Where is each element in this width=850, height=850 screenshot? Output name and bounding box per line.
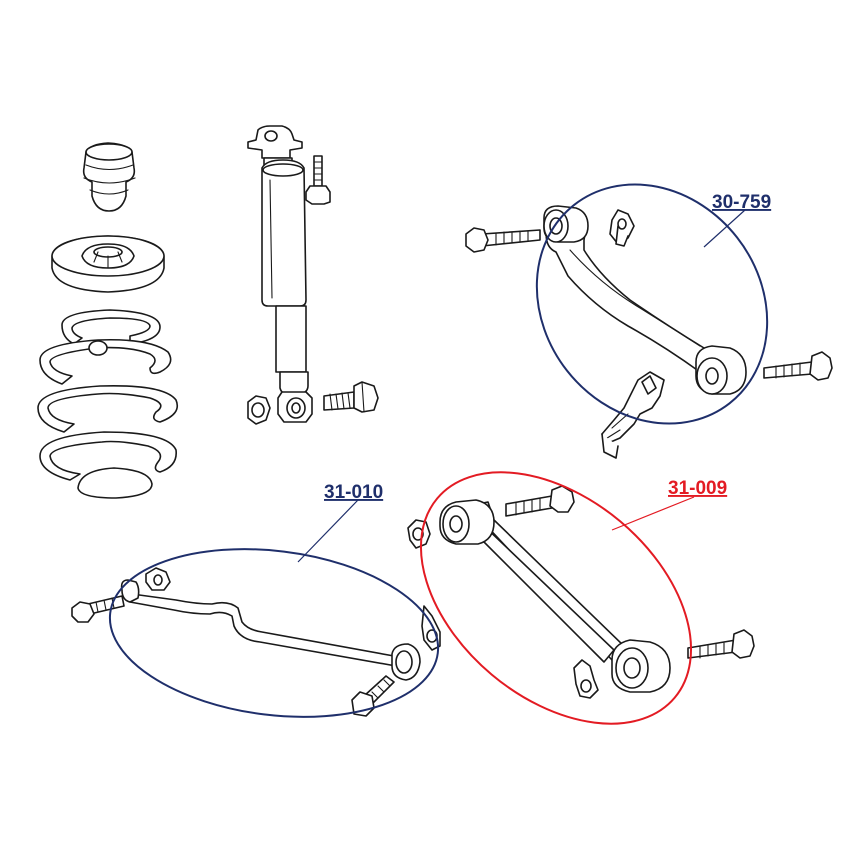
label-30-759: 30-759 [712, 192, 771, 213]
label-31-010: 31-010 [324, 482, 383, 503]
stabilizer-left-bolt [71, 595, 125, 623]
leader-line-upper-arm [703, 209, 746, 248]
upper-arm-nut-bracket [609, 209, 635, 247]
callout-31-009: 31-009 [419, 471, 727, 725]
stabilizer-lower-bolt [351, 675, 395, 717]
lower-arm-right-bolt [687, 629, 755, 659]
stabilizer-nut [145, 567, 171, 591]
shock-nut [247, 395, 271, 425]
leader-line-stabilizer-link [297, 499, 359, 563]
stabilizer-link [120, 579, 421, 681]
bump-stop [82, 142, 136, 212]
lower-control-arm [439, 499, 671, 693]
callout-30-759: 30-759 [535, 183, 771, 425]
leader-line-lower-arm [611, 496, 695, 531]
highlight-ring-upper-arm [535, 183, 769, 425]
lower-arm-bottom-nut [573, 659, 599, 699]
shock-upper-bolt [305, 155, 331, 205]
shock-absorber [247, 125, 313, 423]
shock-lower-bolt [323, 381, 379, 413]
lower-arm-left-nut [407, 519, 431, 549]
arm-mount-bracket [601, 371, 665, 459]
spring-seat [51, 235, 165, 293]
highlight-ring-stabilizer-link [108, 548, 440, 718]
callout-31-010: 31-010 [108, 482, 440, 718]
upper-control-arm [543, 205, 747, 395]
upper-arm-left-bolt [465, 227, 541, 253]
label-31-009: 31-009 [668, 478, 727, 499]
lower-arm-top-bolt [505, 485, 575, 517]
upper-arm-right-bolt [763, 351, 833, 381]
coil-spring [37, 309, 179, 499]
highlight-ring-lower-arm [419, 471, 693, 725]
